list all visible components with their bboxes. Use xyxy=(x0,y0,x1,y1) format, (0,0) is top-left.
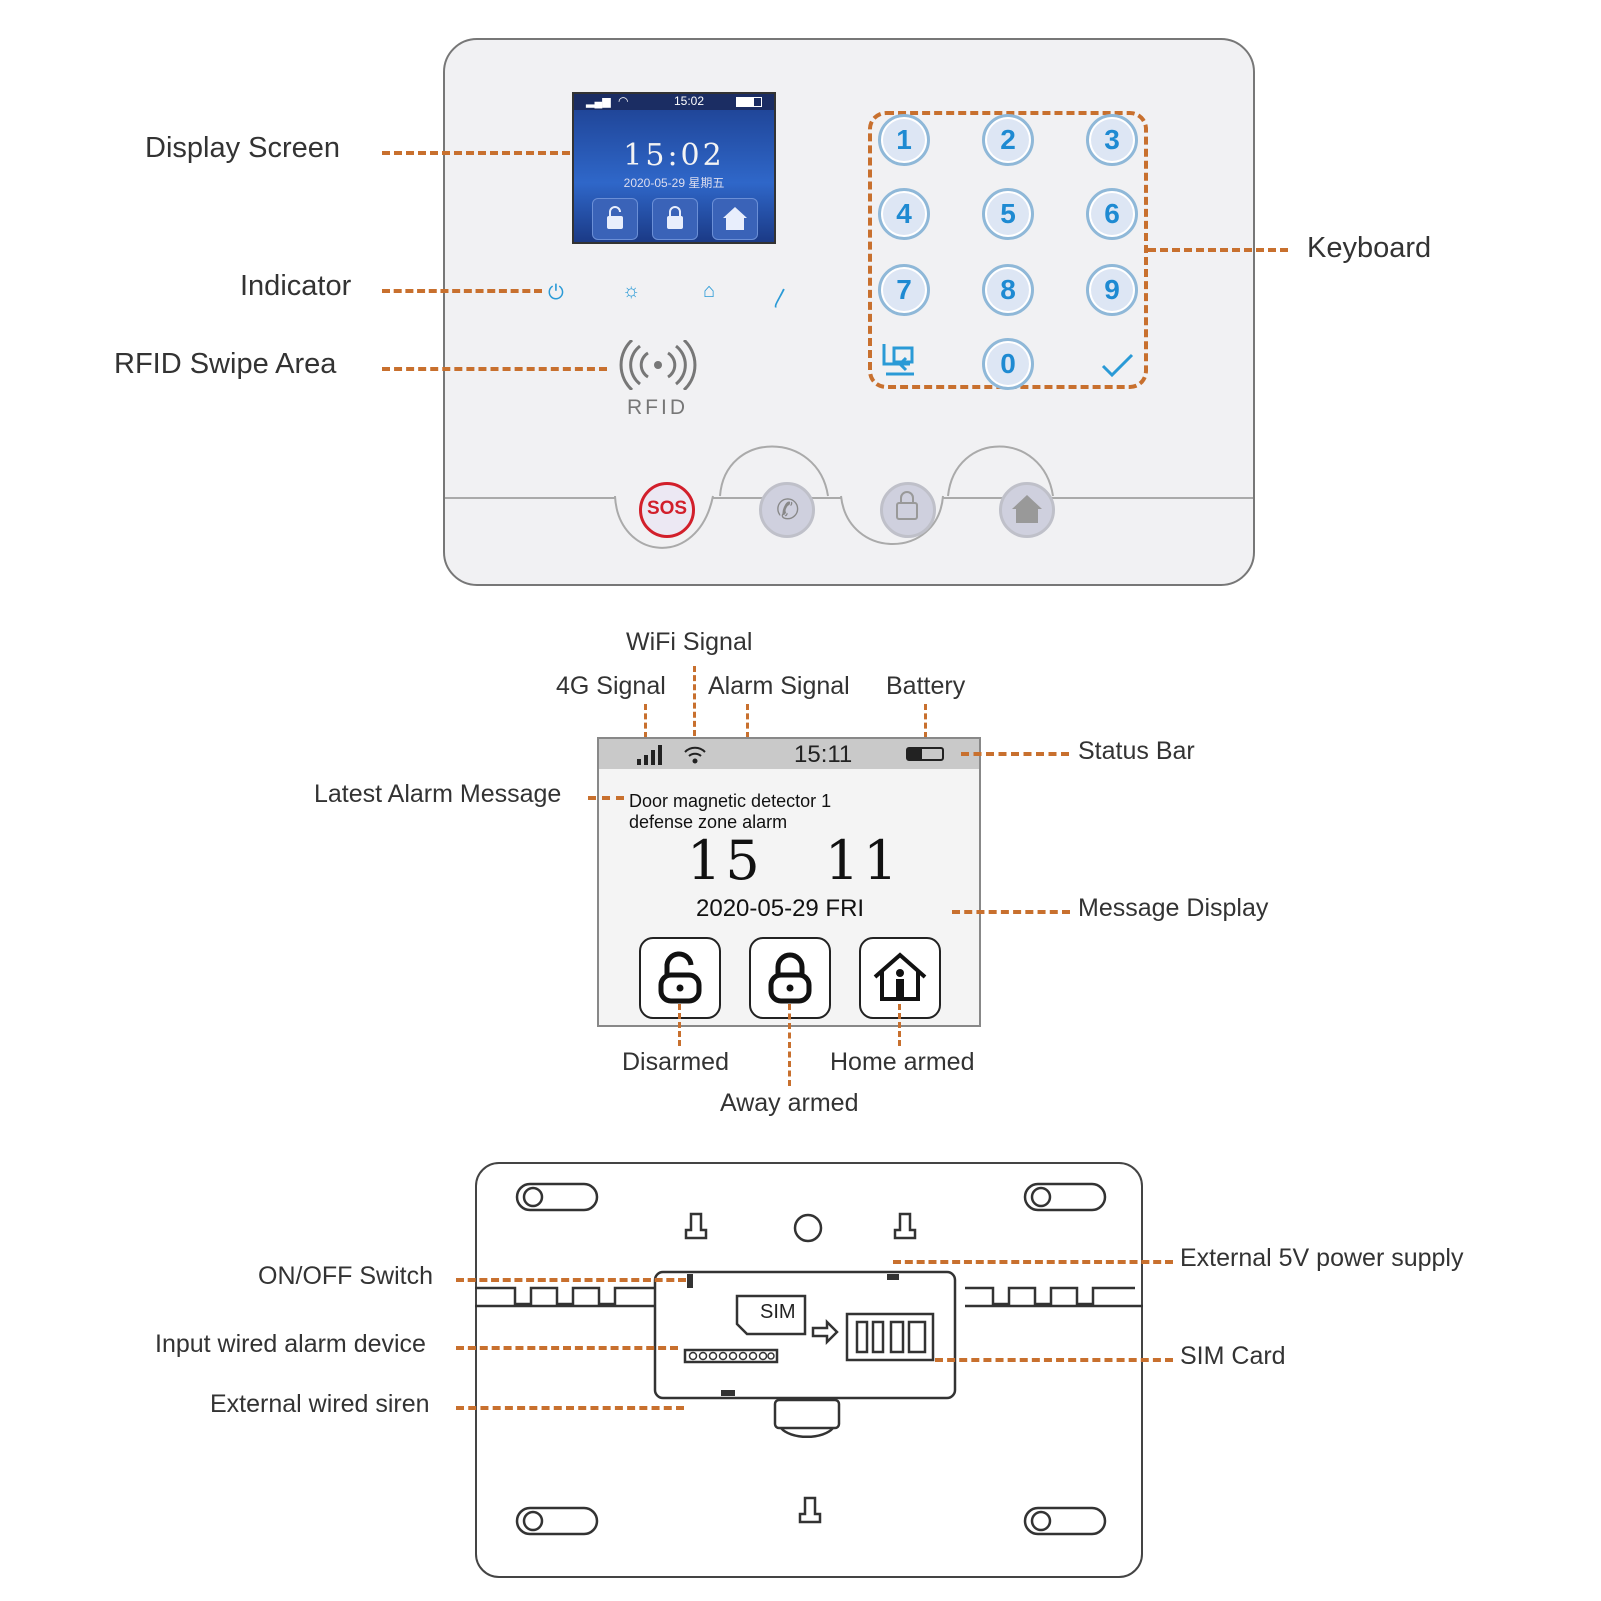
sun-indicator-icon: ☼ xyxy=(622,280,641,302)
power-indicator-icon: ⏻ xyxy=(548,282,564,304)
leader-message-display xyxy=(952,910,1070,914)
leader-4g xyxy=(644,704,647,738)
battery-icon xyxy=(906,747,944,761)
home-indicator-icon: ⌂ xyxy=(703,280,716,302)
leader-wifi xyxy=(693,666,696,736)
leader-status-bar xyxy=(961,752,1069,756)
phone-icon: ✆ xyxy=(776,494,800,525)
key-confirm-check-icon[interactable] xyxy=(1100,350,1136,380)
panel-button-bumps xyxy=(614,445,1054,549)
signal-icon: ▂▄▆ xyxy=(586,96,611,108)
label-indicator: Indicator xyxy=(240,270,352,302)
label-home-armed: Home armed xyxy=(830,1048,975,1076)
leader-alarm xyxy=(746,704,749,738)
label-on-off-switch: ON/OFF Switch xyxy=(258,1262,434,1290)
key-2[interactable]: 2 xyxy=(982,114,1034,166)
key-1[interactable]: 1 xyxy=(878,114,930,166)
label-4g-signal: 4G Signal xyxy=(556,672,666,700)
locked-padlock-icon xyxy=(768,952,812,1004)
label-external-siren: External wired siren xyxy=(210,1390,430,1418)
status-bar: 15:11 xyxy=(599,739,979,769)
lcd-status-bar: ▂▄▆ ◠ 15:02 xyxy=(574,94,774,110)
key-3[interactable]: 3 xyxy=(1086,114,1138,166)
leader-disarmed xyxy=(678,1004,681,1046)
rfid-waves-icon xyxy=(619,340,697,390)
label-input-wired: Input wired alarm device xyxy=(155,1330,426,1358)
label-away-armed: Away armed xyxy=(720,1089,859,1117)
label-rfid: RFID Swipe Area xyxy=(114,348,337,380)
leader-latest-alarm xyxy=(588,796,624,800)
label-keyboard: Keyboard xyxy=(1307,232,1432,264)
leader-input-wired xyxy=(456,1346,678,1350)
label-external-5v: External 5V power supply xyxy=(1180,1244,1464,1272)
alarm-message-line1: Door magnetic detector 1 xyxy=(629,791,832,811)
key-unlock-icon[interactable] xyxy=(876,336,926,386)
leader-battery xyxy=(924,704,927,738)
leader-display-screen xyxy=(382,151,570,155)
key-6[interactable]: 6 xyxy=(1086,188,1138,240)
key-8[interactable]: 8 xyxy=(982,264,1034,316)
leader-away xyxy=(788,1004,791,1086)
label-sim-card: SIM Card xyxy=(1180,1342,1286,1370)
leader-external-siren xyxy=(456,1406,684,1410)
label-display-screen: Display Screen xyxy=(145,132,341,164)
home-icon xyxy=(1012,495,1042,523)
label-wifi-signal: WiFi Signal xyxy=(626,628,753,656)
away-arm-button[interactable] xyxy=(749,937,831,1019)
battery-icon xyxy=(736,97,762,107)
leader-indicator xyxy=(382,289,542,293)
rfid-text: RFID xyxy=(627,396,688,419)
leader-keyboard xyxy=(1148,248,1288,252)
sos-label: SOS xyxy=(646,498,688,519)
leader-sim-card xyxy=(935,1358,1173,1362)
unlocked-padlock-icon xyxy=(658,951,702,1004)
key-7[interactable]: 7 xyxy=(878,264,930,316)
lcd-home-icon xyxy=(712,198,758,240)
label-battery: Battery xyxy=(886,672,966,700)
display-screen: ▂▄▆ ◠ 15:02 15:02 2020-05-29 星期五 xyxy=(572,92,776,244)
leader-external-5v xyxy=(893,1260,1173,1264)
wireless-indicator-icon: 〳 xyxy=(771,288,791,310)
status-time: 15:11 xyxy=(794,741,853,768)
label-latest-alarm: Latest Alarm Message xyxy=(314,780,562,808)
lcd-date: 2020-05-29 星期五 xyxy=(623,176,725,190)
arm-lock-button[interactable] xyxy=(880,482,936,538)
wifi-signal-icon xyxy=(684,746,706,764)
label-alarm-signal: Alarm Signal xyxy=(708,672,850,700)
key-0[interactable]: 0 xyxy=(982,338,1034,390)
leader-home xyxy=(898,1004,901,1046)
leader-rfid xyxy=(382,367,607,371)
label-status-bar: Status Bar xyxy=(1078,737,1195,765)
lcd-disarm-icon xyxy=(592,198,638,240)
clock-display: 15 11 xyxy=(687,829,902,892)
alarm-message-line2: defense zone alarm xyxy=(629,812,788,832)
lcd-status-time: 15:02 xyxy=(674,94,705,108)
latest-alarm-message: Door magnetic detector 1 defense zone al… xyxy=(629,791,831,833)
leader-on-off-switch xyxy=(456,1278,686,1282)
key-5[interactable]: 5 xyxy=(982,188,1034,240)
wifi-icon: ◠ xyxy=(618,94,629,108)
key-9[interactable]: 9 xyxy=(1086,264,1138,316)
sos-button[interactable]: SOS xyxy=(639,482,695,538)
4g-signal-icon xyxy=(637,745,662,765)
home-arm-button[interactable] xyxy=(999,482,1055,538)
lcd-time: 15:02 xyxy=(623,138,725,173)
back-plate-drawing xyxy=(475,1182,1143,1536)
house-person-icon xyxy=(873,952,927,1001)
label-message-display: Message Display xyxy=(1078,894,1269,922)
date-display: 2020-05-29 FRI xyxy=(696,895,865,922)
key-4[interactable]: 4 xyxy=(878,188,930,240)
lcd-away-icon xyxy=(652,198,698,240)
label-disarmed: Disarmed xyxy=(622,1048,729,1076)
message-screen: 15:11 Door magnetic detector 1 defense z… xyxy=(597,737,981,1027)
lock-icon xyxy=(896,491,918,520)
call-button[interactable]: ✆ xyxy=(759,482,815,538)
sim-label: SIM xyxy=(760,1301,796,1323)
